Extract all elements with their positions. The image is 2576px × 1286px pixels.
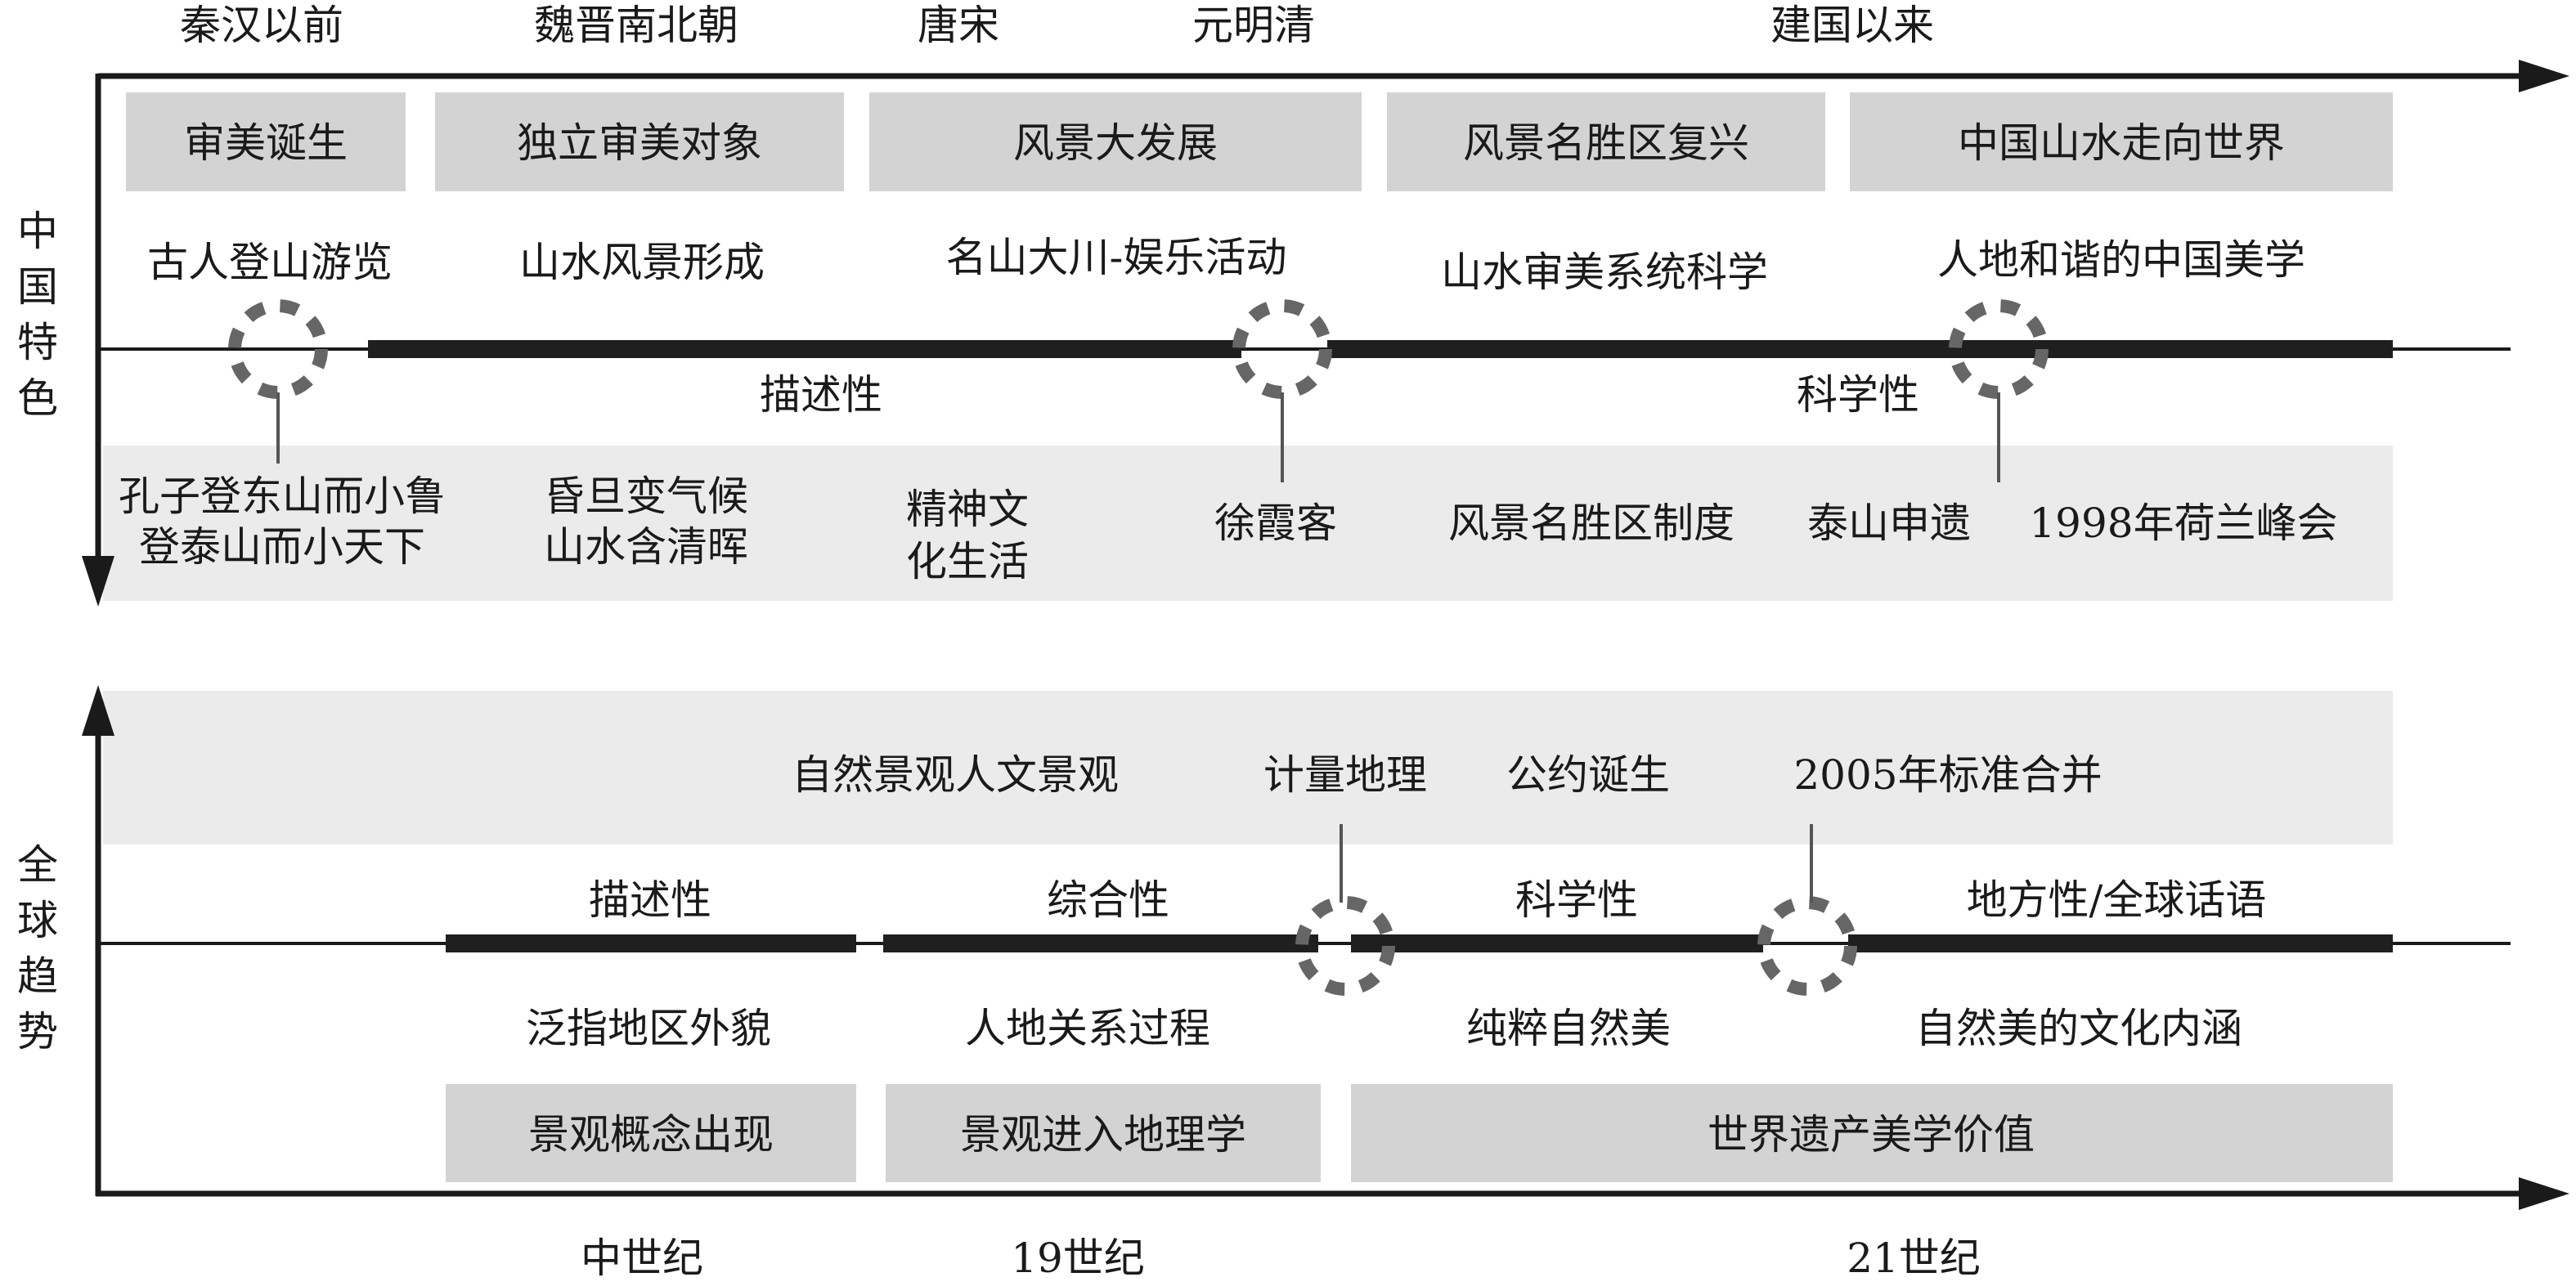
bottom-stage-box-1 <box>446 1084 856 1182</box>
bottom-lower-label-2: 人地关系过程 <box>965 1005 1210 1052</box>
event-confucius-line1: 孔子登东山而小鲁 <box>119 473 446 520</box>
top-axis-title-char-4: 色 <box>17 374 58 422</box>
bottom-upper-label-4: 2005年标准合并 <box>1793 751 2102 799</box>
century-label-1: 中世纪 <box>581 1234 703 1282</box>
bottom-upper-label-1: 自然景观人文景观 <box>792 751 1119 799</box>
bottom-event-circle-2 <box>1757 896 1857 996</box>
event-xu-xiake: 徐霞客 <box>1214 500 1337 547</box>
bottom-stage-box-3 <box>1351 1084 2393 1182</box>
top-axis-arrowhead-right <box>2519 60 2569 92</box>
bottom-phase-label-4: 地方性/全球话语 <box>1967 876 2267 924</box>
event-scenic-system: 风景名胜区制度 <box>1448 500 1735 547</box>
top-event-circle-3 <box>1949 299 2049 399</box>
top-axis-title-char-2: 国 <box>17 263 58 311</box>
top-stage-box-1 <box>126 92 406 191</box>
bottom-stage-label-2: 景观进入地理学 <box>960 1111 1246 1158</box>
top-stage-label-3: 风景大发展 <box>1013 119 1218 167</box>
bottom-event-band <box>103 691 2393 845</box>
bottom-event-circle-1 <box>1295 896 1395 996</box>
event-poem-line1: 昏旦变气候 <box>544 473 748 520</box>
top-stage-box-5 <box>1850 92 2393 191</box>
era-label-5: 建国以来 <box>1770 2 1934 49</box>
top-event-circle-2 <box>1232 299 1332 399</box>
top-phase-label-descriptive: 描述性 <box>760 371 882 419</box>
bottom-axis-title-char-1: 全 <box>17 841 58 889</box>
bottom-axis-arrowhead-right <box>2519 1177 2569 1210</box>
top-thick-segment-2 <box>1327 340 2393 358</box>
top-axis-title-char-3: 特 <box>17 319 58 366</box>
event-confucius-line2: 登泰山而小天下 <box>139 523 425 571</box>
top-event-band <box>103 446 2393 601</box>
top-stage-box-2 <box>435 92 844 191</box>
century-label-2: 19世纪 <box>1011 1234 1145 1282</box>
top-stage-label-1: 审美诞生 <box>184 119 348 167</box>
bottom-stage-box-2 <box>886 1084 1321 1182</box>
era-label-4: 元明清 <box>1192 2 1315 49</box>
era-label-3: 唐宋 <box>918 2 999 49</box>
bottom-axis-title-char-4: 势 <box>17 1008 58 1055</box>
bottom-stage-label-1: 景观概念出现 <box>528 1111 774 1158</box>
top-upper-label-1: 古人登山游览 <box>147 239 393 286</box>
era-label-1: 秦汉以前 <box>180 2 343 49</box>
bottom-upper-label-2: 计量地理 <box>1263 751 1427 799</box>
bottom-stage-label-3: 世界遗产美学价值 <box>1708 1111 2035 1158</box>
top-phase-label-scientific: 科学性 <box>1797 371 1919 419</box>
bottom-thick-segment-2 <box>883 934 1318 952</box>
era-label-2: 魏晋南北朝 <box>534 2 738 49</box>
top-axis-arrowhead-down <box>82 556 114 607</box>
top-upper-label-5: 人地和谐的中国美学 <box>1937 236 2305 284</box>
top-upper-label-2: 山水风景形成 <box>519 239 765 286</box>
event-spirit-line1: 精神文 <box>906 486 1029 533</box>
top-stage-box-3 <box>869 92 1362 191</box>
bottom-lower-label-4: 自然美的文化内涵 <box>1915 1005 2242 1052</box>
top-upper-label-4: 山水审美系统科学 <box>1441 249 1768 296</box>
event-netherlands-1998: 1998年荷兰峰会 <box>2029 500 2337 547</box>
bottom-lower-label-1: 泛指地区外貌 <box>526 1005 771 1052</box>
bottom-phase-label-1: 描述性 <box>589 876 711 924</box>
bottom-lower-label-3: 纯粹自然美 <box>1466 1005 1671 1052</box>
bottom-thick-segment-4 <box>1848 934 2393 952</box>
top-axis-title-char-1: 中 <box>17 208 58 255</box>
top-stage-box-4 <box>1387 92 1825 191</box>
bottom-phase-label-2: 综合性 <box>1047 876 1169 924</box>
bottom-axis-title-char-2: 球 <box>17 897 58 944</box>
top-stage-label-2: 独立审美对象 <box>517 119 762 167</box>
top-event-circle-1 <box>228 299 328 399</box>
top-stage-label-4: 风景名胜区复兴 <box>1463 119 1749 167</box>
bottom-axis-arrowhead-up <box>82 685 114 736</box>
bottom-upper-label-3: 公约诞生 <box>1506 751 1670 799</box>
event-spirit-line2: 化生活 <box>906 538 1029 585</box>
event-taishan: 泰山申遗 <box>1807 500 1971 547</box>
top-upper-label-3: 名山大川-娱乐活动 <box>946 234 1287 281</box>
top-thick-segment-1 <box>368 340 1241 358</box>
bottom-thick-segment-1 <box>446 934 856 952</box>
event-poem-line2: 山水含清晖 <box>544 523 748 571</box>
bottom-thick-segment-3 <box>1351 934 1763 952</box>
top-stage-label-5: 中国山水走向世界 <box>1958 119 2285 167</box>
century-label-3: 21世纪 <box>1847 1234 1981 1282</box>
bottom-axis-title-char-3: 趋 <box>17 952 58 1000</box>
bottom-phase-label-3: 科学性 <box>1515 876 1638 924</box>
